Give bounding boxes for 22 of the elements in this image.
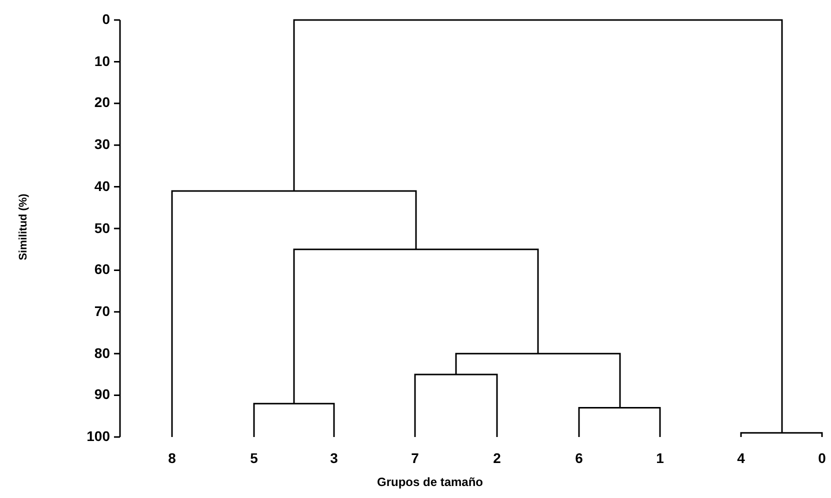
leaf-label: 0	[818, 450, 826, 466]
leaf-label: 3	[330, 450, 338, 466]
tick-label: 80	[94, 344, 110, 361]
leaf-label: 4	[737, 450, 745, 466]
leaf-label: 8	[168, 450, 176, 466]
x-axis-title: Grupos de tamaño	[377, 475, 483, 489]
leaf-label: 1	[656, 450, 664, 466]
tick-label: 60	[94, 261, 110, 278]
tick-label: 100	[86, 428, 110, 444]
tick-label: 0	[102, 11, 110, 27]
y-axis-title: Similitud (%)	[17, 193, 30, 260]
leaf-label: 5	[250, 450, 258, 466]
leaf-label: 6	[575, 450, 583, 466]
tick-label: 90	[94, 386, 110, 402]
tick-label: 50	[94, 220, 110, 236]
tick-label: 10	[94, 52, 110, 69]
leaf-label: 2	[493, 450, 501, 466]
tick-label: 20	[94, 94, 110, 110]
tick-label: 40	[94, 178, 110, 194]
tick-label: 30	[94, 136, 110, 152]
leaf-label: 7	[411, 450, 419, 466]
tick-label: 70	[94, 302, 110, 319]
